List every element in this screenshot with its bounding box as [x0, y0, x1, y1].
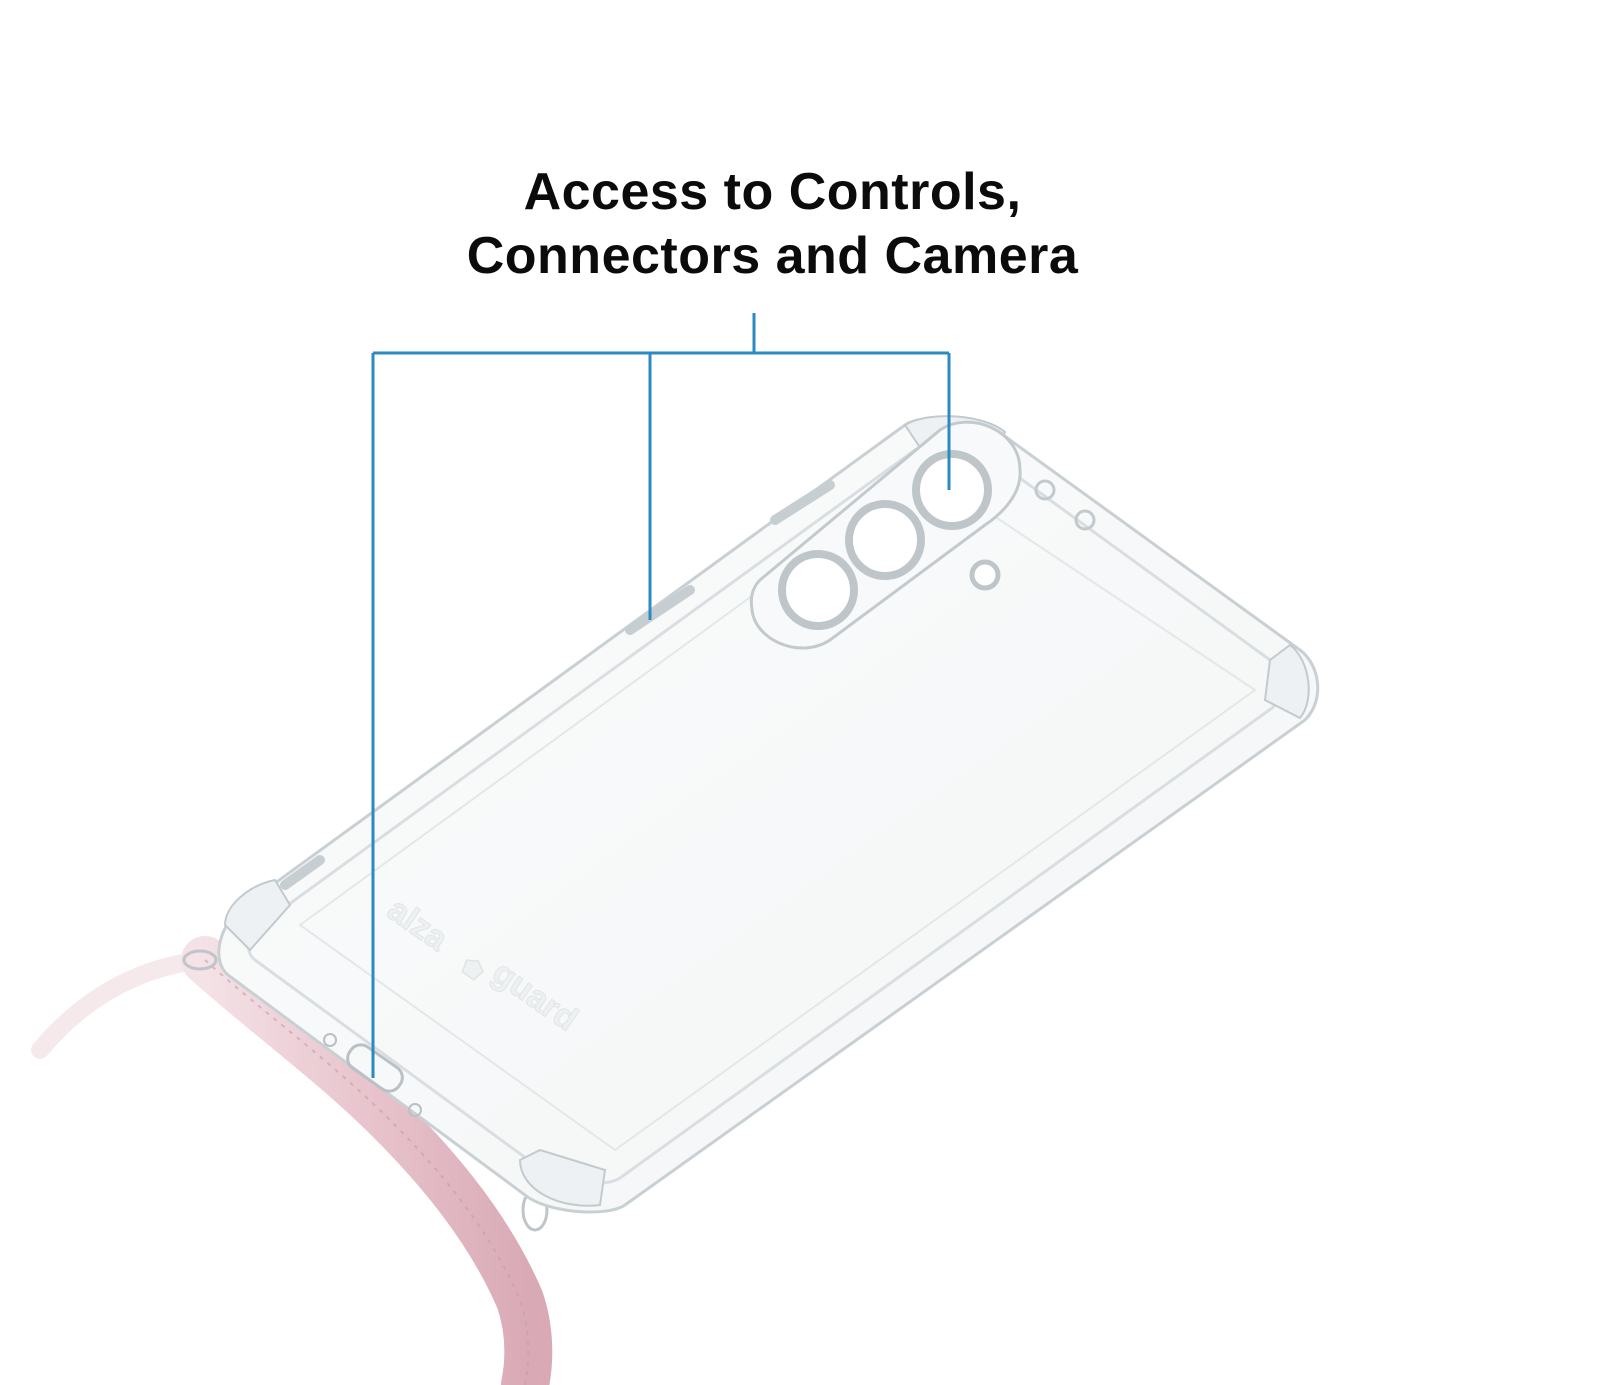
camera-lens-cutout-1	[912, 450, 992, 530]
headline-line-2: Connectors and Camera	[466, 227, 1079, 285]
headline-line-1: Access to Controls,	[523, 163, 1022, 221]
camera-lens-cutout-3	[778, 550, 858, 630]
callout-lines	[371, 313, 951, 1078]
headline: Access to Controls, Connectors and Camer…	[0, 160, 1545, 288]
phone-case: alza guard	[217, 415, 1320, 1214]
camera-lens-cutout-2	[845, 500, 925, 580]
flash-cutout	[969, 559, 1001, 591]
brand-logo-icon	[461, 959, 484, 981]
